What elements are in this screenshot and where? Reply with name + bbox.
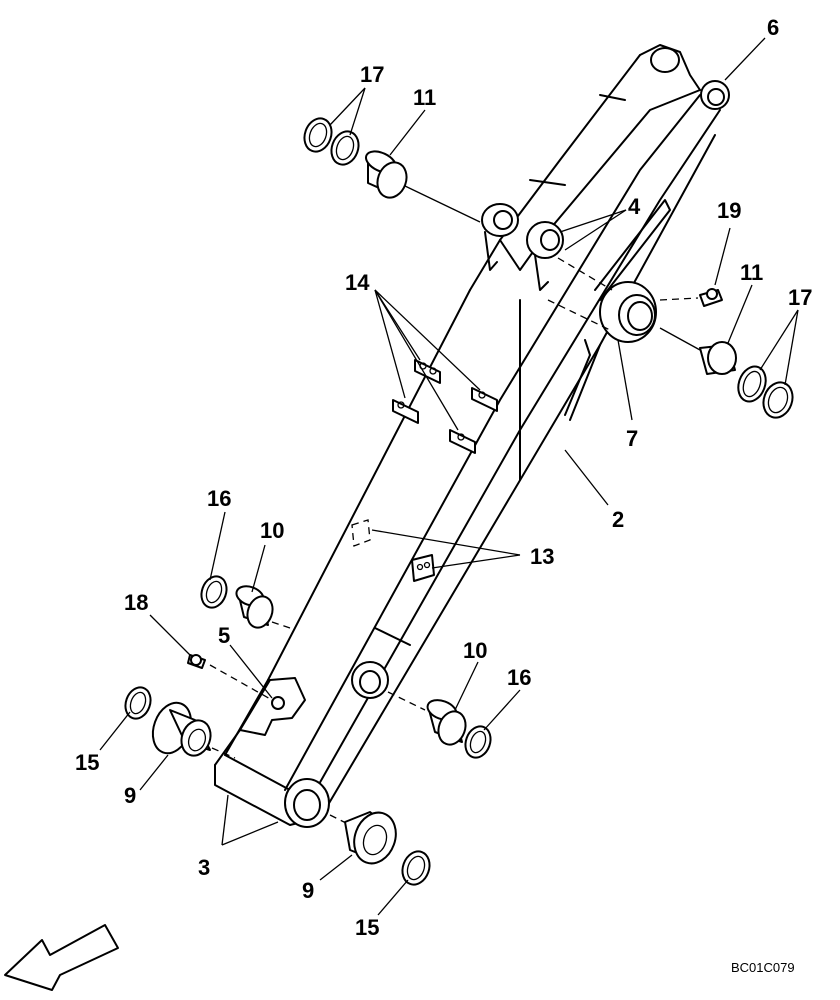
drawing-code: BC01C079 bbox=[731, 960, 795, 975]
bracket-boss-7 bbox=[599, 281, 657, 343]
callout-16-left: 16 bbox=[207, 486, 231, 511]
bushing-11-upper bbox=[365, 150, 408, 199]
shim-15-left bbox=[124, 686, 152, 720]
callout-10-right: 10 bbox=[463, 638, 487, 663]
front-direction-arrow-icon bbox=[4, 924, 119, 991]
callout-2: 2 bbox=[612, 507, 624, 532]
bushing-11-lower-right bbox=[699, 341, 737, 375]
callout-5: 5 bbox=[218, 623, 230, 648]
callout-19: 19 bbox=[717, 198, 741, 223]
bushing-10-left bbox=[235, 585, 274, 629]
callout-14: 14 bbox=[345, 270, 370, 295]
grease-fitting-19 bbox=[659, 288, 723, 307]
callout-17-upper: 17 bbox=[360, 62, 384, 87]
callout-15-right: 15 bbox=[355, 915, 379, 940]
callout-17-right: 17 bbox=[788, 285, 812, 310]
grease-fitting-18 bbox=[187, 654, 206, 669]
shim-17-upper bbox=[303, 117, 360, 166]
callout-6: 6 bbox=[767, 15, 779, 40]
callout-labels: 6 17 11 4 19 11 17 14 7 2 13 16 10 18 5 … bbox=[75, 15, 812, 940]
callout-3: 3 bbox=[198, 855, 210, 880]
callout-15-left: 15 bbox=[75, 750, 99, 775]
callout-7: 7 bbox=[626, 426, 638, 451]
shim-16-right bbox=[464, 725, 492, 759]
plate-14 bbox=[392, 359, 498, 454]
leader-lines bbox=[99, 37, 799, 916]
callout-16-right: 16 bbox=[507, 665, 531, 690]
callout-4: 4 bbox=[628, 194, 641, 219]
shim-16-left bbox=[200, 575, 228, 609]
bushing-10-right bbox=[426, 699, 467, 746]
shim-17-lower bbox=[737, 365, 794, 419]
callout-11-upper: 11 bbox=[413, 85, 436, 110]
callout-11-right: 11 bbox=[740, 260, 763, 285]
callout-9-right: 9 bbox=[302, 878, 314, 903]
flanged-bushing-9-right bbox=[344, 811, 397, 865]
plate-13 bbox=[351, 519, 435, 582]
pin-boss-mid bbox=[481, 203, 564, 291]
pin-boss-top bbox=[650, 47, 730, 110]
flanged-bushing-9-left bbox=[151, 701, 212, 757]
shim-15-right bbox=[401, 850, 431, 886]
arm-body bbox=[214, 44, 721, 826]
callout-9-left: 9 bbox=[124, 783, 136, 808]
callout-10-left: 10 bbox=[260, 518, 284, 543]
callout-18: 18 bbox=[124, 590, 148, 615]
callout-13: 13 bbox=[530, 544, 554, 569]
pin-boss-lower bbox=[271, 661, 389, 828]
